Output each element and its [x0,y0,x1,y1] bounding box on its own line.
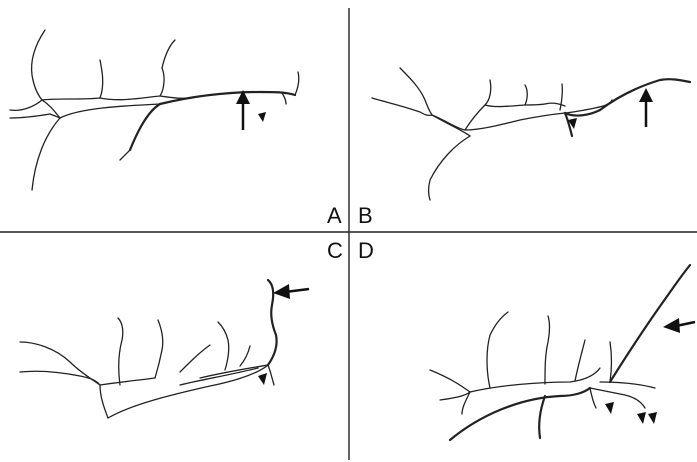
arrow-icon [273,284,309,299]
panel-b-drawing [372,68,690,200]
arrowhead-icon [637,412,646,424]
arrow-icon [663,318,695,333]
panel-a-drawing [10,30,299,190]
arrowhead-icon [258,112,266,122]
panel-label-a: A [327,205,342,227]
panel-label-d: D [358,240,374,262]
panel-label-c: C [327,240,343,262]
arrow-icon [236,90,250,130]
arrowhead-icon [258,373,267,385]
panel-c-drawing [20,280,277,418]
arrowhead-icon [605,402,614,414]
panel-label-b: B [358,205,373,227]
arrowhead-icon [648,412,657,424]
arrow-icon [639,88,653,127]
